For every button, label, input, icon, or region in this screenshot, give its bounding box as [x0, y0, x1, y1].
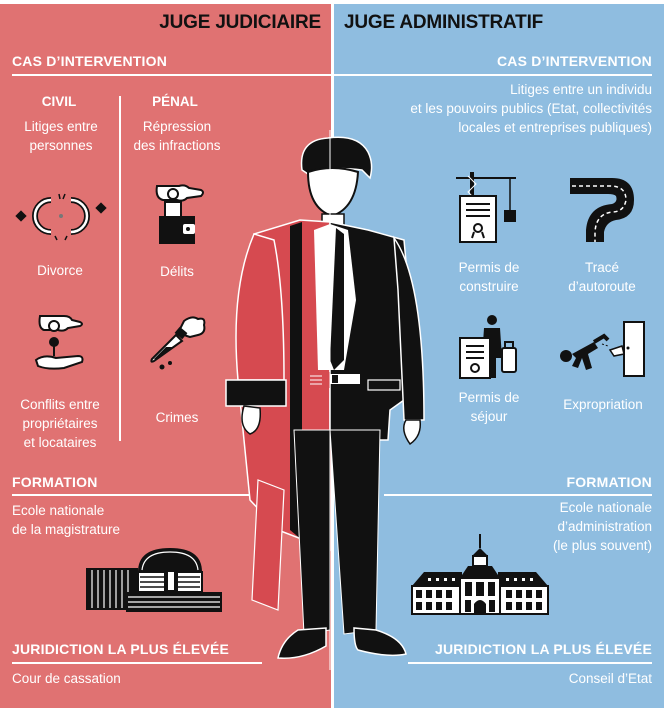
permis-construire-label: Permis de construire — [458, 260, 520, 294]
left-juridiction-rule — [12, 662, 262, 664]
broken-rings-icon — [15, 193, 107, 241]
modern-school-building-icon — [86, 548, 222, 612]
left-juridiction-value: Cour de cassation — [12, 671, 121, 686]
civil-penal-separator — [119, 96, 121, 441]
administratif-title: JUGE ADMINISTRATIF — [344, 12, 544, 33]
right-cas-heading: CAS D’INTERVENTION — [496, 53, 652, 69]
right-formation-text: Ecole nationale d’administration (le plu… — [552, 500, 652, 553]
delits-label: Délits — [160, 264, 194, 279]
permis-sejour-label: Permis de séjour — [458, 390, 520, 424]
crane-permit-icon — [456, 172, 516, 243]
civil-description: Litiges entre personnes — [24, 119, 98, 153]
judiciaire-title: JUGE JUDICIAIRE — [159, 12, 321, 33]
right-juridiction-heading: JURIDICTION LA PLUS ÉLEVÉE — [434, 641, 652, 657]
expropriation-label: Expropriation — [563, 397, 643, 412]
left-cas-rule — [12, 74, 331, 76]
crimes-label: Crimes — [155, 410, 199, 425]
right-juridiction-rule — [408, 662, 652, 664]
right-juridiction-value: Conseil d’Etat — [568, 671, 652, 686]
wallet-theft-icon — [155, 184, 204, 244]
highway-road-icon — [570, 178, 634, 242]
conflits-label: Conflits entre propriétaires et locatair… — [20, 397, 100, 450]
left-cas-heading: CAS D’INTERVENTION — [12, 53, 168, 69]
kicked-out-door-icon — [560, 321, 645, 377]
divorce-label: Divorce — [37, 263, 83, 278]
half-robe-half-suit-judge-icon — [225, 130, 425, 670]
right-formation-rule — [384, 494, 652, 496]
civil-heading: CIVIL — [41, 94, 77, 109]
classic-palace-building-icon — [411, 534, 549, 615]
key-handover-icon — [34, 315, 84, 370]
left-formation-rule — [12, 494, 262, 496]
left-formation-heading: FORMATION — [12, 474, 98, 490]
right-cas-rule — [334, 74, 652, 76]
right-cas-description: Litiges entre un individu et les pouvoir… — [410, 82, 652, 135]
right-formation-heading: FORMATION — [566, 474, 652, 490]
penal-description: Répression des infractions — [133, 119, 221, 153]
bloody-knife-icon — [150, 316, 206, 370]
penal-heading: PÉNAL — [152, 94, 198, 109]
left-juridiction-heading: JURIDICTION LA PLUS ÉLEVÉE — [12, 641, 230, 657]
trace-autoroute-label: Tracé d’autoroute — [568, 260, 636, 294]
left-formation-text: Ecole nationale de la magistrature — [12, 503, 121, 537]
traveler-permit-icon — [459, 315, 517, 379]
